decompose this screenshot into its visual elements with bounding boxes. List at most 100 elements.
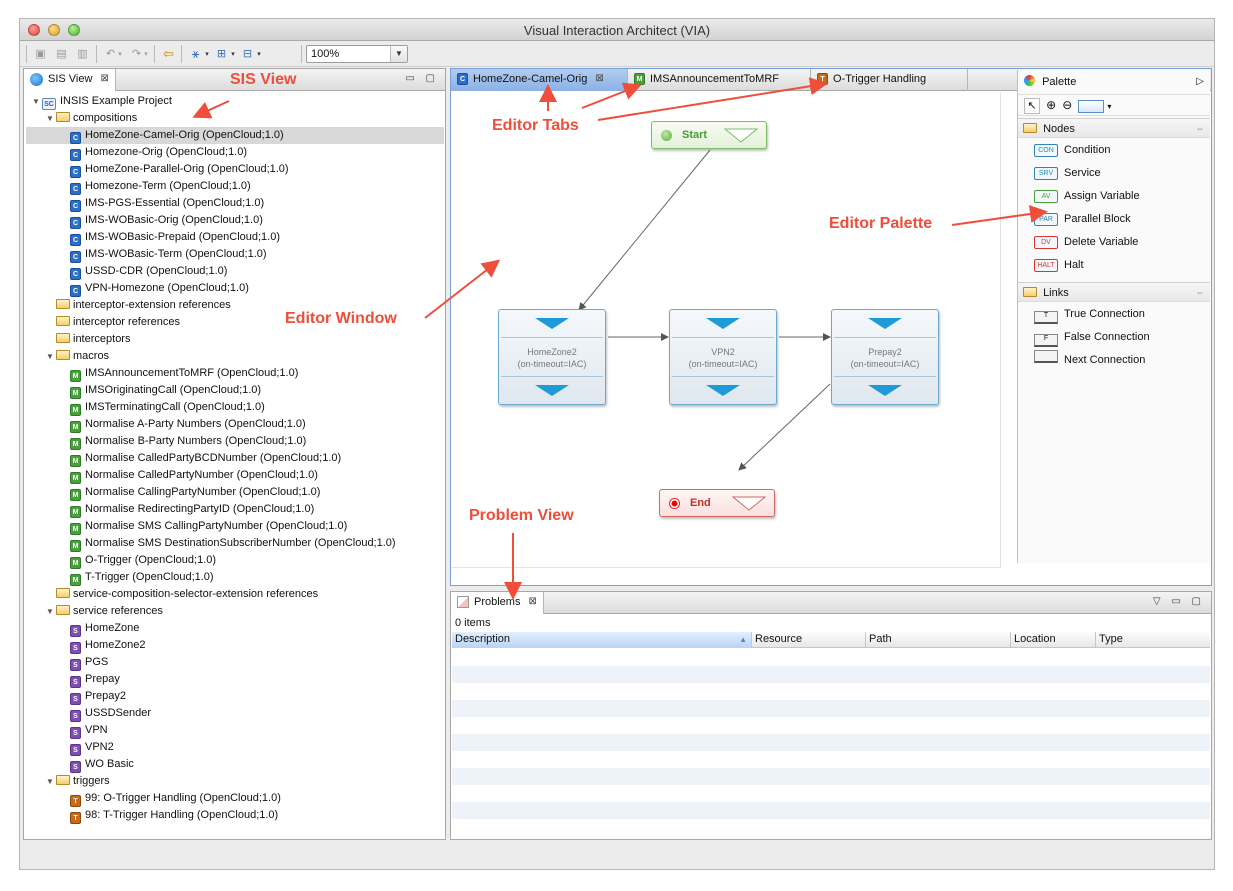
tree-item[interactable]: ▼service references [26, 603, 444, 620]
zoom-in-icon[interactable]: ⊕ [1046, 98, 1057, 112]
tree-item[interactable]: ▼compositions [26, 110, 444, 127]
zoom-out-icon[interactable]: ⊖ [1062, 98, 1073, 112]
expand-toggle-icon[interactable]: ▼ [46, 777, 54, 786]
zoom-window-button[interactable] [68, 24, 80, 36]
start-node[interactable]: Start [651, 121, 767, 149]
note-tool-dropdown-icon[interactable]: ▾ [1107, 102, 1112, 111]
palette-header[interactable]: Palette ▷ [1018, 72, 1210, 92]
end-node[interactable]: End [659, 489, 775, 517]
zoom-select[interactable]: 100% ▼ [306, 45, 408, 63]
palette-section-nodes[interactable]: Nodes ⇔ [1018, 118, 1210, 138]
palette-item-next-connection[interactable]: Next Connection [1018, 350, 1210, 370]
collapse-palette-icon[interactable]: ▷ [1196, 76, 1204, 87]
undo-dropdown-icon[interactable]: ▾ [118, 50, 122, 58]
expand-toggle-icon[interactable]: ▼ [32, 97, 40, 106]
tab-imsannouncementtomrf[interactable]: M IMSAnnouncementToMRF [628, 69, 811, 91]
view-menu-minmax-icons[interactable]: ▽ ▭ ▢ [1152, 596, 1205, 607]
view-minmax-icons[interactable]: ▭ ▢ [405, 73, 439, 84]
tab-o-trigger-handling[interactable]: T O-Trigger Handling [811, 69, 968, 91]
print-icon[interactable]: ▥ [77, 48, 88, 60]
save-icon[interactable]: ▣ [35, 48, 46, 60]
collapse-section-icon[interactable]: ⇔ [1196, 288, 1204, 297]
layout-icon[interactable]: ⚹ [191, 45, 200, 61]
layout-dropdown-icon[interactable]: ▾ [205, 50, 209, 58]
minimize-window-button[interactable] [48, 24, 60, 36]
chevron-down-icon[interactable]: ▼ [390, 46, 407, 62]
column-resource[interactable]: Resource [752, 632, 866, 648]
tab-problems[interactable]: Problems ⊠ [451, 592, 544, 614]
collapse-section-icon[interactable]: ⇔ [1196, 124, 1204, 133]
column-path[interactable]: Path [866, 632, 1011, 648]
tree-item[interactable]: interceptor-extension references [26, 297, 444, 314]
align-icon[interactable]: ⊞ [216, 48, 227, 60]
tree-item[interactable]: ▼macros [26, 348, 444, 365]
save-all-icon[interactable]: ▤ [56, 48, 67, 60]
tree-item[interactable]: interceptors [26, 331, 444, 348]
service-node-prepay2[interactable]: Prepay2 (on-timeout=IAC) [831, 309, 939, 405]
note-tool-icon[interactable] [1078, 99, 1105, 113]
undo-icon[interactable]: ↶ [105, 48, 116, 60]
editor-canvas[interactable]: Start HomeZone2 (on-timeout=IAC) [452, 92, 1001, 568]
redo-icon[interactable]: ↷ [131, 48, 142, 60]
tree-item[interactable]: interceptor references [26, 314, 444, 331]
tab-sis-view[interactable]: SIS View ⊠ [24, 69, 116, 91]
select-tool-icon[interactable]: ↖ [1024, 98, 1040, 115]
close-window-button[interactable] [28, 24, 40, 36]
close-icon[interactable]: ⊠ [528, 596, 537, 607]
back-arrow-icon[interactable]: ⇦ [163, 45, 174, 61]
close-icon[interactable]: ⊠ [595, 73, 604, 84]
service-node-homezone2[interactable]: HomeZone2 (on-timeout=IAC) [498, 309, 606, 405]
distribute-dropdown-icon[interactable]: ▾ [257, 50, 261, 58]
close-icon[interactable]: ⊠ [100, 73, 109, 84]
palette-section-links[interactable]: Links ⇔ [1018, 282, 1210, 302]
expand-toggle-icon[interactable]: ▼ [46, 114, 54, 123]
expand-toggle-icon[interactable]: ▼ [46, 352, 54, 361]
column-description[interactable]: Description ▲ [452, 632, 752, 648]
redo-dropdown-icon[interactable]: ▾ [144, 50, 148, 58]
tree-item[interactable]: ▼triggers [26, 773, 444, 790]
tab-homezone-camel-orig[interactable]: C HomeZone-Camel-Orig ⊠ [451, 69, 628, 91]
expand-toggle-icon[interactable]: ▼ [46, 607, 54, 616]
connection-prepay2-end[interactable] [738, 383, 831, 471]
align-dropdown-icon[interactable]: ▾ [231, 50, 235, 58]
